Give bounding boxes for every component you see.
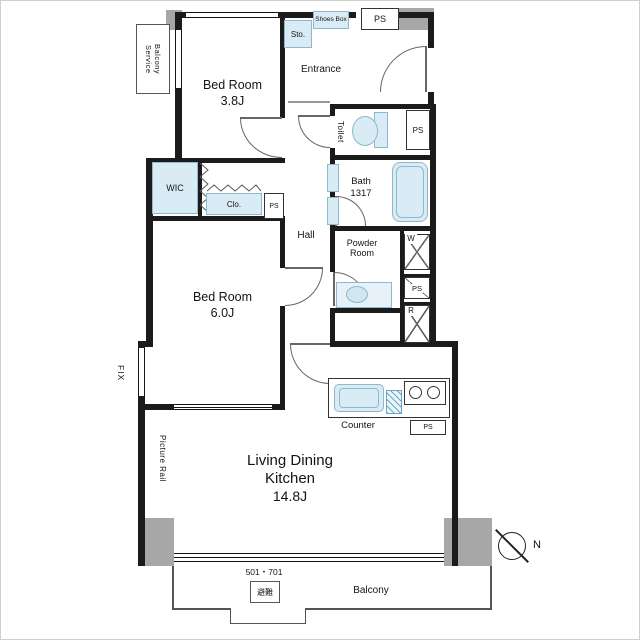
wall-bedroom2-right-b xyxy=(280,306,285,404)
wall-bedroom2-top xyxy=(150,216,285,221)
fridge-label: R xyxy=(405,306,417,316)
wall-bath-bottom xyxy=(330,226,436,231)
wall-entrance-bottom xyxy=(330,104,436,109)
wall-ps-fridge-divider xyxy=(400,302,434,305)
bath-name-label: Bath xyxy=(351,176,371,187)
bath-wall-cabinet-upper xyxy=(327,164,339,192)
bedroom2-name-label: Bed Room xyxy=(192,290,253,304)
wall-left-upper xyxy=(175,12,182,166)
ps-box-closet-side: PS xyxy=(264,193,284,219)
stove-burner-right xyxy=(427,386,440,399)
bedroom1-size-label: 3.8J xyxy=(220,94,245,108)
wall-hall-ldk xyxy=(330,341,436,347)
bedroom1-door-arc xyxy=(240,118,282,158)
wall-left-lower xyxy=(138,341,145,566)
balcony-label: Balcony xyxy=(353,585,389,596)
wall-appliance-column xyxy=(400,231,404,347)
kitchen-hatch-panel xyxy=(386,390,402,414)
wall-bedroom2-bottom-a xyxy=(138,404,174,410)
bedroom1-top-window xyxy=(186,12,280,18)
wall-powder-bottom xyxy=(330,308,404,313)
ldk-door-arc xyxy=(290,344,330,384)
wall-washer-ps-divider xyxy=(400,274,434,277)
toilet-label: Toilet xyxy=(336,121,345,143)
vanity-basin xyxy=(346,286,368,303)
wall-wic-divider xyxy=(198,158,202,221)
fix-label: FIX xyxy=(116,364,126,382)
service-balcony-label-line2: Balcony xyxy=(153,43,162,75)
ldk-label-line2: Kitchen xyxy=(264,470,316,487)
ldk-label-line1: Living Dining xyxy=(247,452,333,469)
compass-circle xyxy=(498,532,526,560)
bath-wall-cabinet-lower xyxy=(327,197,339,225)
ldk-balcony-window xyxy=(174,553,444,562)
balcony-ledge-box xyxy=(230,608,306,624)
bathtub-inner-line xyxy=(396,166,424,218)
picture-rail-label: Picture Rail xyxy=(158,434,167,482)
wall-step-left-2 xyxy=(138,341,153,347)
bath-door-arc xyxy=(336,196,366,226)
bedroom1-name-label: Bed Room xyxy=(202,78,263,92)
bedroom2-door-arc xyxy=(285,268,323,306)
toilet-bowl xyxy=(352,116,378,146)
wall-right-lower xyxy=(452,341,458,566)
wall-toilet-bottom xyxy=(330,155,436,160)
wall-wet-vertical-a xyxy=(330,104,335,116)
toilet-door-leaf xyxy=(298,115,330,117)
wall-left-mid xyxy=(146,158,153,347)
balcony-right-line xyxy=(490,566,492,608)
washer-label: W xyxy=(405,234,417,244)
wall-step-right xyxy=(430,341,458,347)
wic-box: WIC xyxy=(152,162,198,214)
service-balcony-window xyxy=(175,30,182,88)
ldk-size-label: 14.8J xyxy=(272,488,308,504)
shoes-box: Shoes Box xyxy=(313,11,349,29)
powder-room-label-line1: Powder xyxy=(346,238,378,248)
balcony-bottom-line xyxy=(172,608,492,610)
wall-bedroom1-bottom xyxy=(150,158,285,163)
evacuation-hatch-box: 避難 xyxy=(250,581,280,603)
powder-room-label-line2: Room xyxy=(349,248,374,258)
balcony-left-line xyxy=(172,566,174,608)
ps-box-mid-right: PS xyxy=(404,277,430,299)
ps-box-toilet-side: PS xyxy=(406,110,430,150)
wall-bedroom2-bottom-b xyxy=(272,404,285,410)
unit-number-label: 501・701 xyxy=(245,567,283,577)
counter-label: Counter xyxy=(341,420,375,431)
entrance-label: Entrance xyxy=(300,64,342,75)
toilet-door-arc xyxy=(298,116,330,148)
wall-bedroom2-right-a xyxy=(280,216,285,268)
kitchen-sink-inner-line xyxy=(339,388,379,408)
bath-size-label: 1317 xyxy=(350,188,372,199)
closet-folding-door xyxy=(207,184,261,192)
wall-wet-vertical-d xyxy=(330,308,335,347)
north-label: N xyxy=(533,539,541,551)
powder-door-leaf xyxy=(333,272,335,306)
wall-top-c xyxy=(396,12,434,18)
wall-wet-vertical-c xyxy=(330,231,335,272)
ps-box-top: PS xyxy=(361,8,399,30)
ps-box-mid-right-label: PS xyxy=(410,283,423,293)
bedroom2-sliding-partition xyxy=(174,404,272,410)
front-door-leaf xyxy=(425,46,427,92)
wall-right-upper-a xyxy=(428,12,434,48)
bedroom2-door-leaf xyxy=(285,267,323,269)
wic-folding-door xyxy=(199,163,209,213)
wall-bedroom1-right xyxy=(280,12,285,118)
closet-box: Clo. xyxy=(206,193,262,215)
ps-box-counter-side: PS xyxy=(410,420,446,435)
fix-window xyxy=(138,348,145,396)
service-balcony-box: Service Balcony xyxy=(136,24,170,94)
front-door-arc xyxy=(380,46,426,92)
storage-box: Sto. xyxy=(284,20,312,48)
bedroom1-door-leaf xyxy=(240,117,282,119)
stove-burner-left xyxy=(409,386,422,399)
service-balcony-label-line1: Service xyxy=(144,44,153,74)
bedroom2-size-label: 6.0J xyxy=(210,306,235,320)
entrance-step-line xyxy=(288,101,330,103)
hall-label: Hall xyxy=(297,230,315,241)
wall-right-mid xyxy=(430,104,436,347)
ldk-door-leaf xyxy=(290,343,330,345)
wall-right-upper-b xyxy=(428,92,434,108)
